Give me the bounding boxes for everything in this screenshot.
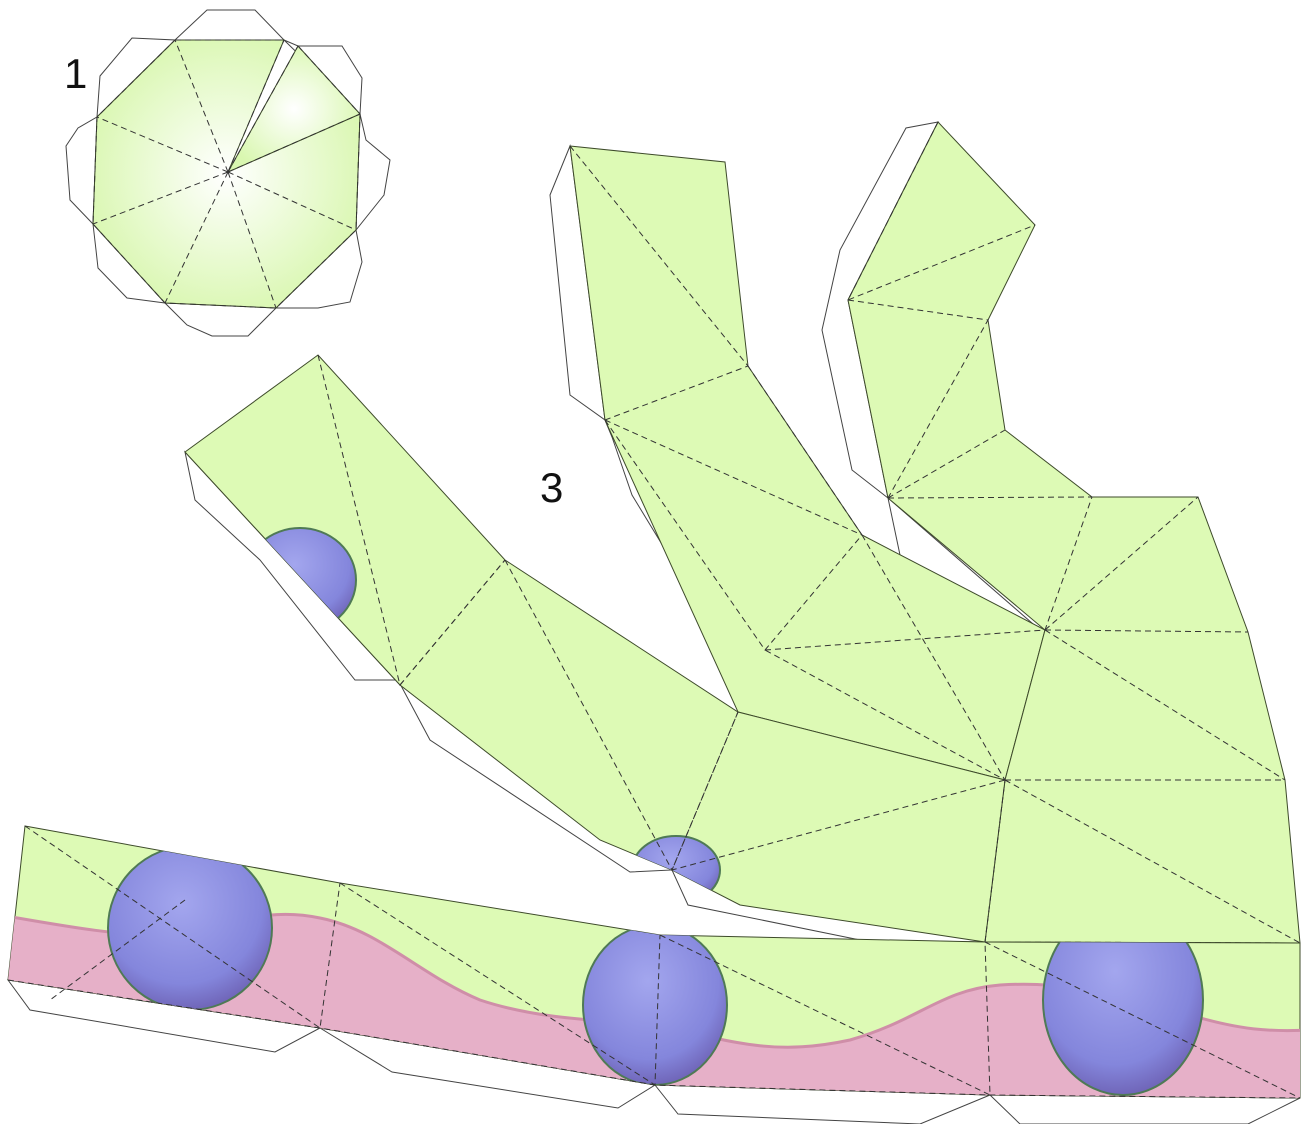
- piece-3-net: [6, 121, 1301, 1124]
- tab: [355, 113, 391, 232]
- oval-spot: [107, 845, 273, 1011]
- tab: [988, 1094, 1301, 1124]
- tab: [163, 302, 278, 337]
- band-fold-lines: [7, 825, 1301, 1099]
- tab: [173, 9, 286, 41]
- piece-1-label: 1: [64, 50, 88, 97]
- piece-3-label: 3: [540, 464, 564, 511]
- oval-spot: [582, 924, 728, 1086]
- tab: [65, 116, 98, 226]
- net-fold-lines: [317, 121, 1301, 944]
- bottom-band: [6, 825, 1301, 1124]
- octagon-fold-lines: [92, 39, 361, 309]
- piece-1-octagon: [65, 9, 391, 337]
